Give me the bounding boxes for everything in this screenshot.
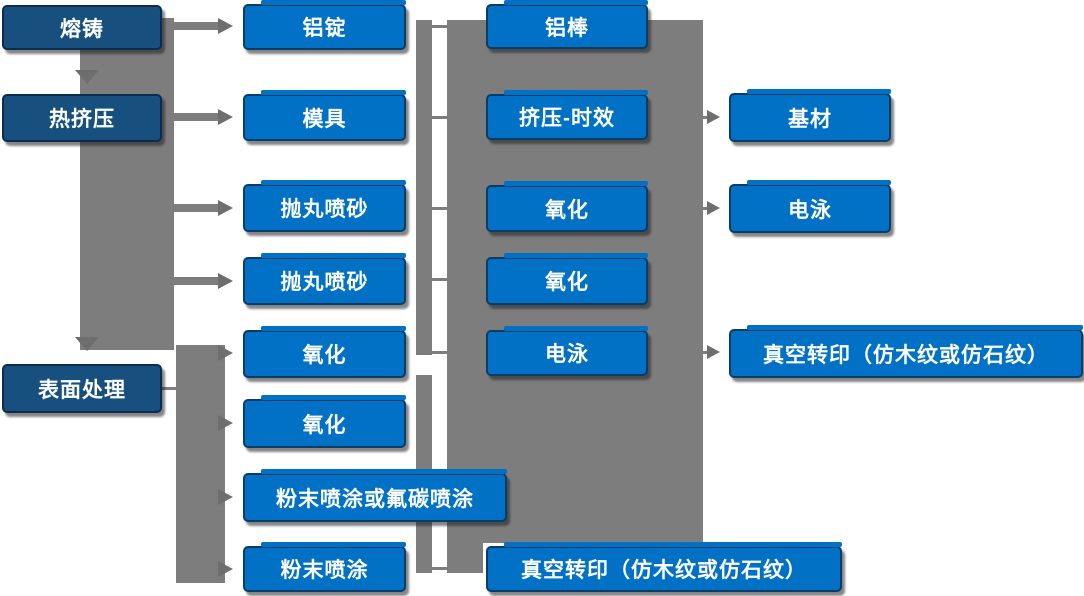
arrow-down-icon [75,337,99,351]
connector-link-line [430,207,449,210]
connector-link-line [430,351,449,354]
node-extrusion-aging: 挤压-时效 [486,90,648,140]
arrow-down-icon [75,70,99,84]
arrow-right-icon [218,109,233,125]
connector-link-line [430,25,449,28]
node-electrophoresis-2: 电泳 [729,180,891,233]
node-vacuum-transfer-print-right: 真空转印（仿木纹或仿石纹） [729,325,1083,378]
connector-stub [176,349,220,357]
connector-stub [174,204,220,212]
connector-link-line [430,116,449,119]
node-aluminum-ingot: 铝锭 [243,0,406,50]
connector-stub [700,207,708,210]
arrow-right-icon [218,489,233,505]
connector-link-line [430,278,449,281]
connector-bar-left-main [80,18,174,350]
node-base-material: 基材 [729,89,891,142]
arrow-right-icon [707,110,720,124]
connector-stub [174,277,220,285]
arrow-right-icon [218,561,233,577]
arrow-right-icon [218,200,233,216]
node-aluminum-rod: 铝棒 [486,0,648,49]
connector-block-leg [447,543,483,573]
arrow-right-icon [218,273,233,289]
connector-stub [700,351,708,354]
connector-surface-link-line [162,387,178,390]
connector-stub [174,22,220,30]
node-mold: 模具 [243,90,406,141]
node-powder-coating: 粉末喷涂 [243,542,406,592]
node-oxidation-3: 氧化 [486,181,648,232]
node-shot-blast-1: 抛丸喷砂 [243,180,406,232]
node-surface-treatment: 表面处理 [2,364,162,413]
connector-stub [700,116,708,119]
connector-bar-surface-treatment [176,345,225,583]
connector-stub [174,113,220,121]
node-melt-cast: 熔铸 [2,5,162,50]
arrow-right-icon [218,415,233,431]
node-shot-blast-2: 抛丸喷砂 [243,253,406,305]
node-electrophoresis-1: 电泳 [486,326,648,376]
node-powder-or-fluorocarbon-coating: 粉末喷涂或氟碳喷涂 [243,469,507,522]
arrow-right-icon [218,345,233,361]
arrow-right-icon [707,201,720,215]
connector-link-line [430,567,449,570]
arrow-right-icon [218,18,233,34]
node-vacuum-transfer-print-bottom: 真空转印（仿木纹或仿石纹） [486,542,842,592]
arrow-right-icon [707,345,720,359]
node-oxidation-2: 氧化 [243,395,406,448]
connector-rail-upper [416,20,432,355]
node-oxidation-1: 氧化 [243,326,406,378]
node-oxidation-4: 氧化 [486,253,648,305]
node-hot-extrusion: 热挤压 [2,94,162,142]
